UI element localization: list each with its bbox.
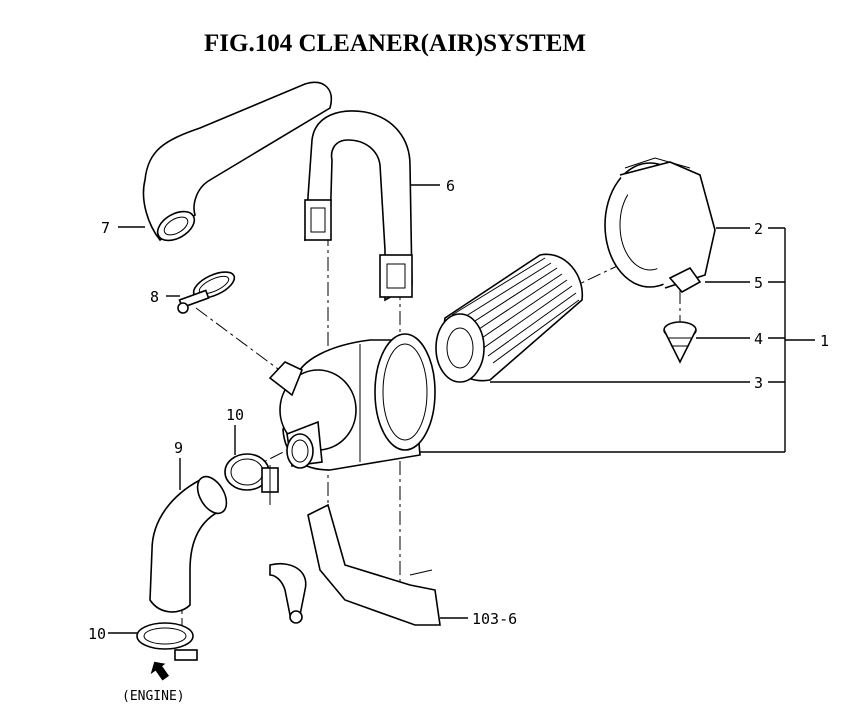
- callout-8: 8: [150, 288, 159, 306]
- evacuator-valve: [663, 321, 697, 364]
- hose-clamp-10-upper: [224, 453, 279, 505]
- alignment-lines: [181, 232, 681, 632]
- intake-hose-upper: [142, 81, 332, 242]
- callout-103-6: 103-6: [472, 610, 517, 628]
- callout-3: 3: [754, 374, 763, 392]
- engine-direction-arrow-icon: [150, 661, 170, 681]
- callout-1: 1: [820, 332, 829, 350]
- cleaner-cover: [604, 157, 716, 294]
- callout-7: 7: [101, 219, 110, 237]
- callout-2: 2: [754, 220, 763, 238]
- callout-6: 6: [446, 177, 455, 195]
- callout-9: 9: [174, 439, 183, 457]
- callout-10-upper: 10: [226, 406, 244, 424]
- callout-4: 4: [754, 330, 763, 348]
- mounting-band: [304, 110, 413, 302]
- callout-5: 5: [754, 274, 763, 292]
- callout-10-lower: 10: [88, 625, 106, 643]
- engine-label: (ENGINE): [122, 689, 185, 704]
- leader-lines: [108, 184, 815, 634]
- hose-clamp-10-lower: [136, 622, 198, 661]
- filter-pleats: [451, 257, 580, 364]
- air-cleaner-housing: [268, 333, 436, 471]
- hose-clamp-8: [177, 271, 236, 314]
- intake-hose-lower: [149, 475, 228, 613]
- figure-title: FIG.104 CLEANER(AIR)SYSTEM: [204, 30, 586, 57]
- mounting-bracket: [269, 503, 441, 626]
- filter-element: [435, 253, 584, 383]
